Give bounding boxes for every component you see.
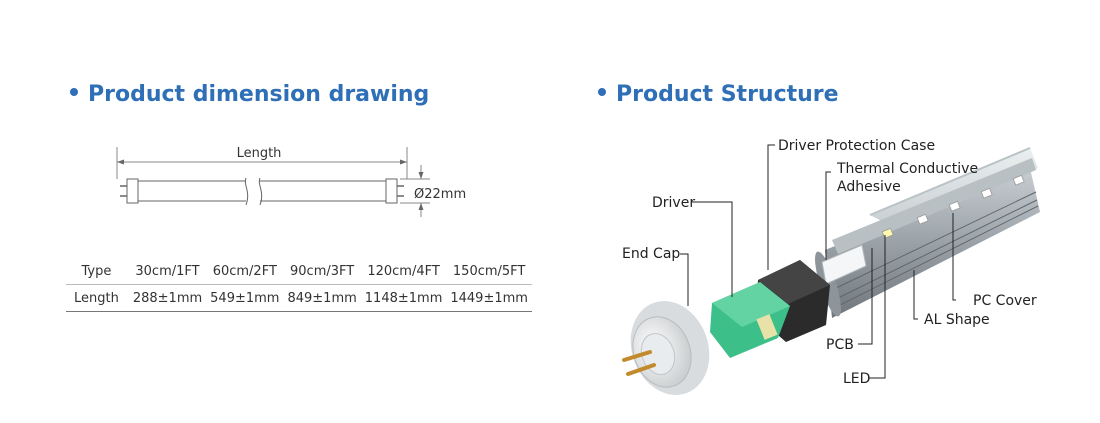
driver-board: [710, 282, 790, 358]
right-end-cap: [385, 178, 398, 204]
led-chips: [881, 174, 1025, 239]
length-spec-table: Type 30cm/1FT 60cm/2FT 90cm/3FT 120cm/4F…: [66, 258, 532, 312]
diameter-dimension-line: [418, 165, 424, 217]
pin: [626, 363, 656, 376]
table-cell: 849±1mm: [283, 284, 361, 312]
table-row: Length 288±1mm 549±1mm 849±1mm 1148±1mm …: [66, 284, 532, 312]
table-cell: 60cm/2FT: [206, 258, 284, 285]
leader-led: [868, 235, 886, 379]
row-header-type: Type: [66, 258, 129, 285]
leader-end-cap: [680, 253, 689, 306]
callout-al-shape: AL Shape: [924, 312, 990, 328]
callout-thermal-conductive-line1: Thermal Conductive: [836, 161, 978, 177]
leader-pc-cover: [952, 213, 956, 301]
tube-body: [138, 177, 386, 206]
dimension-drawing-title: Product dimension drawing: [88, 82, 430, 107]
callout-end-cap: End Cap: [622, 246, 680, 262]
left-end-cap: [126, 178, 139, 204]
leader-thermal-adhesive: [825, 171, 831, 260]
table-cell: 30cm/1FT: [128, 258, 207, 285]
length-dimension-line: [117, 159, 407, 165]
callout-driver-protection-case: Driver Protection Case: [778, 138, 935, 154]
dimension-drawing-heading: Product dimension drawing: [70, 82, 429, 107]
callout-driver: Driver: [652, 195, 695, 211]
callout-led: LED: [843, 371, 870, 387]
callout-thermal-conductive-line2: Adhesive: [837, 179, 901, 195]
product-structure-heading: Product Structure: [598, 82, 839, 107]
table-cell: 150cm/5FT: [446, 258, 532, 285]
bullet-icon: [598, 88, 606, 96]
thermal-adhesive: [821, 244, 867, 285]
tube-dimension-drawing: Length Ø22mm: [116, 146, 466, 217]
callout-pc-cover: PC Cover: [973, 293, 1037, 309]
callout-pcb: PCB: [826, 337, 854, 353]
table-cell: 288±1mm: [128, 284, 207, 312]
product-structure-diagram: Driver Protection Case Thermal Conductiv…: [622, 138, 1040, 395]
diameter-label: Ø22mm: [414, 187, 466, 202]
leader-driver: [692, 201, 733, 297]
leader-al-shape: [913, 270, 918, 320]
leader-pcb: [858, 248, 873, 345]
leader-driver-protection-case: [767, 144, 775, 270]
table-cell: 549±1mm: [206, 284, 284, 312]
table-cell: 1148±1mm: [360, 284, 447, 312]
table-cell: 90cm/3FT: [283, 258, 361, 285]
row-header-length: Length: [66, 284, 129, 312]
product-structure-title: Product Structure: [616, 82, 839, 107]
bullet-icon: [70, 88, 78, 96]
table-row: Type 30cm/1FT 60cm/2FT 90cm/3FT 120cm/4F…: [66, 258, 532, 285]
pcb-board: [832, 158, 1036, 254]
table-cell: 1449±1mm: [446, 284, 532, 312]
table-cell: 120cm/4FT: [360, 258, 447, 285]
length-label: Length: [237, 146, 282, 161]
pin: [622, 350, 652, 362]
end-cap: [622, 301, 710, 395]
